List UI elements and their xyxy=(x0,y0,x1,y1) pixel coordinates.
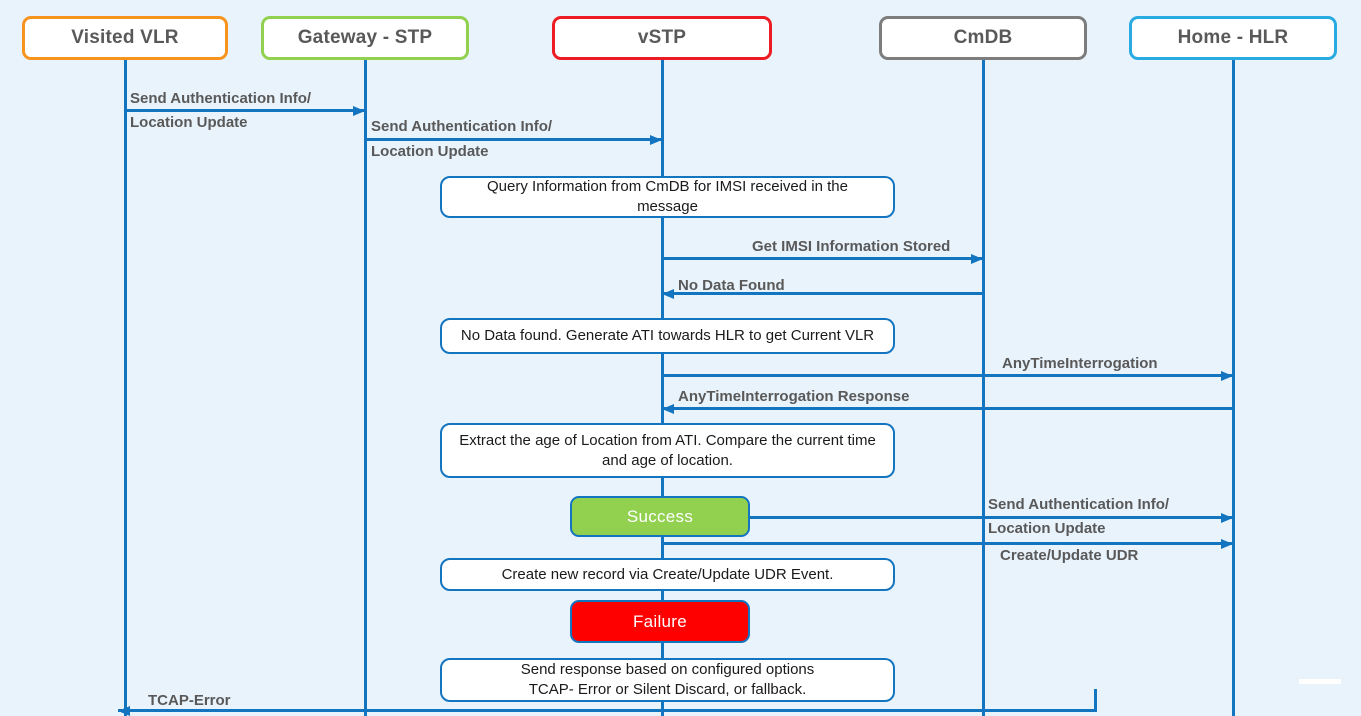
auth-info-vstp-to-hlr-arrowhead-icon xyxy=(1221,513,1233,523)
vstp-lifeline xyxy=(660,60,664,716)
note-send-response-text: Send response based on configured option… xyxy=(520,661,815,678)
tcap-error-riser xyxy=(1093,689,1097,712)
note-query-cmdb-text: Query Information from CmDB for IMSI rec… xyxy=(487,178,848,195)
note-extract-age-text: Extract the age of Location from ATI. Co… xyxy=(459,431,876,449)
get-imsi-information-arrowhead-icon xyxy=(971,254,983,264)
no-data-found-line xyxy=(662,292,983,295)
gateway-stp-label: Gateway - STP xyxy=(297,27,433,48)
note-extract-age: Extract the age of Location from ATI. Co… xyxy=(440,423,895,478)
get-imsi-information-line xyxy=(662,257,983,260)
note-send-response-text: TCAP- Error or Silent Discard, or fallba… xyxy=(528,681,807,698)
auth-info-vlr-to-gstp-label: Send Authentication Info/ xyxy=(130,90,312,107)
vstp-label: vSTP xyxy=(637,27,687,48)
auth-info-gstp-to-vstp-arrowhead-icon xyxy=(650,135,662,145)
success-box: Success xyxy=(570,496,750,537)
any-time-interrogation-response-line xyxy=(662,407,1233,410)
tcap-error-label: TCAP-Error xyxy=(148,692,231,709)
tcap-error-arrowhead-icon xyxy=(118,706,130,716)
auth-info-vlr-to-gstp-line xyxy=(125,109,365,112)
tcap-error-line xyxy=(118,709,1095,712)
actor-home-hlr: Home - HLR xyxy=(1129,16,1337,60)
any-time-interrogation-label: AnyTimeInterrogation xyxy=(1002,355,1158,372)
no-data-found-arrowhead-icon xyxy=(662,289,674,299)
white-dash-artifact xyxy=(1299,679,1341,684)
note-no-data-generate-ati-text: No Data found. Generate ATI towards HLR … xyxy=(460,327,875,344)
auth-info-vlr-to-gstp-label: Location Update xyxy=(130,114,248,131)
note-query-cmdb: Query Information from CmDB for IMSI rec… xyxy=(440,176,895,218)
home-hlr-lifeline xyxy=(1231,60,1235,716)
auth-info-vstp-to-hlr-line xyxy=(750,516,1233,519)
success-label: Success xyxy=(626,506,694,526)
create-update-udr-arrowhead-icon xyxy=(1221,539,1233,549)
auth-info-vstp-to-hlr-label: Location Update xyxy=(988,520,1106,537)
actor-vstp: vSTP xyxy=(552,16,772,60)
gateway-stp-lifeline xyxy=(363,60,367,716)
note-send-response: Send response based on configured option… xyxy=(440,658,895,702)
cmdb-label: CmDB xyxy=(953,27,1013,48)
create-update-udr-label: Create/Update UDR xyxy=(1000,547,1139,564)
note-extract-age-text: and age of location. xyxy=(602,451,733,469)
any-time-interrogation-line xyxy=(662,374,1233,377)
any-time-interrogation-response-arrowhead-icon xyxy=(662,404,674,414)
failure-box: Failure xyxy=(570,600,750,643)
any-time-interrogation-arrowhead-icon xyxy=(1221,371,1233,381)
actor-visited-vlr: Visited VLR xyxy=(22,16,228,60)
create-update-udr-line xyxy=(662,542,1233,545)
note-no-data-generate-ati: No Data found. Generate ATI towards HLR … xyxy=(440,318,895,354)
note-create-record-text: Create new record via Create/Update UDR … xyxy=(501,565,834,583)
no-data-found-label: No Data Found xyxy=(678,277,785,294)
get-imsi-information-label: Get IMSI Information Stored xyxy=(752,238,951,255)
visited-vlr-lifeline xyxy=(123,60,127,716)
auth-info-vlr-to-gstp-arrowhead-icon xyxy=(353,106,365,116)
failure-label: Failure xyxy=(632,611,688,631)
auth-info-gstp-to-vstp-line xyxy=(365,138,662,141)
actor-gateway-stp: Gateway - STP xyxy=(261,16,469,60)
cmdb-lifeline xyxy=(981,60,985,716)
actor-cmdb: CmDB xyxy=(879,16,1087,60)
auth-info-gstp-to-vstp-label: Send Authentication Info/ xyxy=(371,118,553,135)
home-hlr-label: Home - HLR xyxy=(1177,27,1289,48)
note-create-record: Create new record via Create/Update UDR … xyxy=(440,558,895,591)
visited-vlr-label: Visited VLR xyxy=(71,27,179,48)
auth-info-gstp-to-vstp-label: Location Update xyxy=(371,143,489,160)
note-query-cmdb-text: message xyxy=(637,198,698,215)
auth-info-vstp-to-hlr-label: Send Authentication Info/ xyxy=(988,496,1170,513)
any-time-interrogation-response-label: AnyTimeInterrogation Response xyxy=(678,388,910,405)
